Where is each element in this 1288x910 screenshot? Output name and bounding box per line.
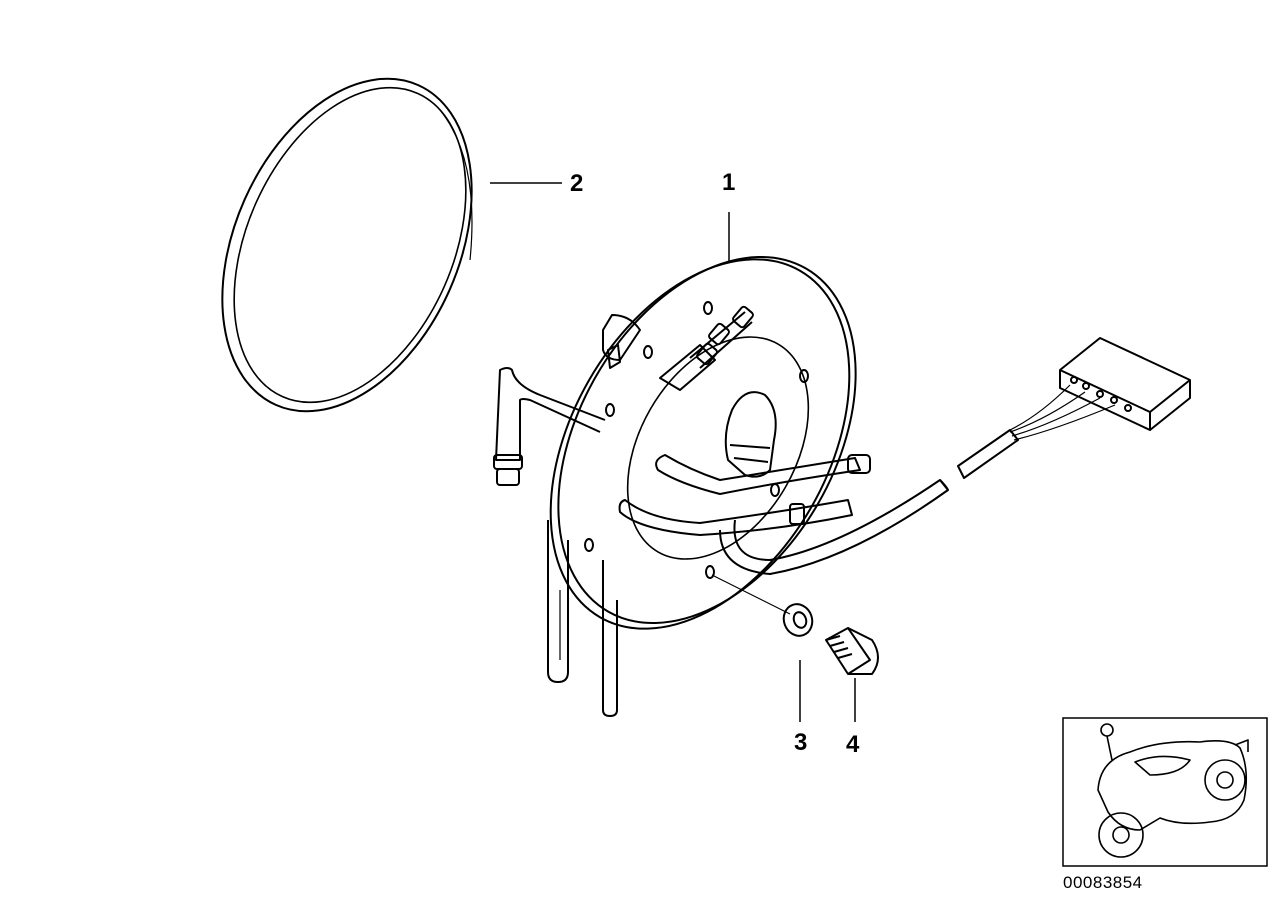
- gasket-ring[interactable]: [174, 40, 521, 451]
- callout-3-label[interactable]: 3: [794, 729, 807, 756]
- callout-1-label[interactable]: 1: [722, 169, 735, 196]
- motorcycle-icon: [1097, 723, 1249, 858]
- washer[interactable]: [779, 600, 816, 640]
- pump-flange-assembly[interactable]: [489, 205, 1191, 717]
- thumbnail-frame: [1062, 717, 1268, 867]
- callout-4-label[interactable]: 4: [846, 731, 860, 758]
- callout-2-label[interactable]: 2: [570, 170, 583, 197]
- alignment-line: [711, 574, 791, 615]
- diagram-number: 00083854: [1063, 873, 1143, 892]
- bolt[interactable]: [825, 627, 879, 675]
